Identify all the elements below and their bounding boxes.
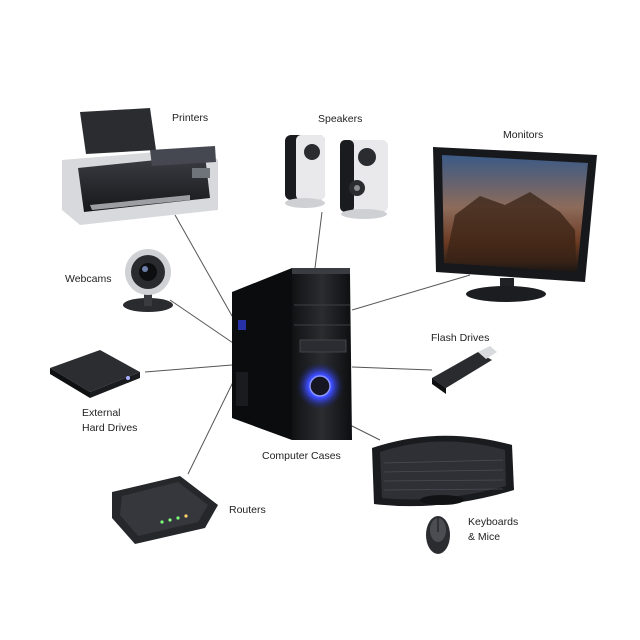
label-speakers: Speakers [318,113,363,125]
connector-router [187,379,235,475]
keyboard-icon [372,435,514,507]
connector-monitor [351,274,471,311]
connector-hard-drive [144,364,233,373]
label-webcams: Webcams [65,273,112,285]
computer-case-icon [232,268,352,440]
mouse-icon [426,516,450,554]
label-external-hard-drives: External Hard Drives [82,407,138,434]
label-printers: Printers [172,112,209,124]
usb-drive-icon [432,346,497,394]
connector-printer [174,214,241,331]
connector-speakers [314,211,323,269]
monitor-icon [433,147,597,302]
hard-drive-icon [50,350,140,398]
label-computer-cases: Computer Cases [262,450,341,462]
connector-keyboard [349,424,381,441]
label-keyboards-mice: Keyboards & Mice [468,516,519,543]
label-monitors: Monitors [503,129,544,141]
label-flash-drives: Flash Drives [431,332,490,344]
router-icon [112,476,218,544]
printer-icon [62,108,218,225]
connector-webcam [169,299,237,346]
connector-flash-drive [351,366,433,371]
label-routers: Routers [229,504,266,516]
speaker-icon [285,135,388,219]
webcam-icon [123,249,173,312]
connector-lines [144,211,471,475]
